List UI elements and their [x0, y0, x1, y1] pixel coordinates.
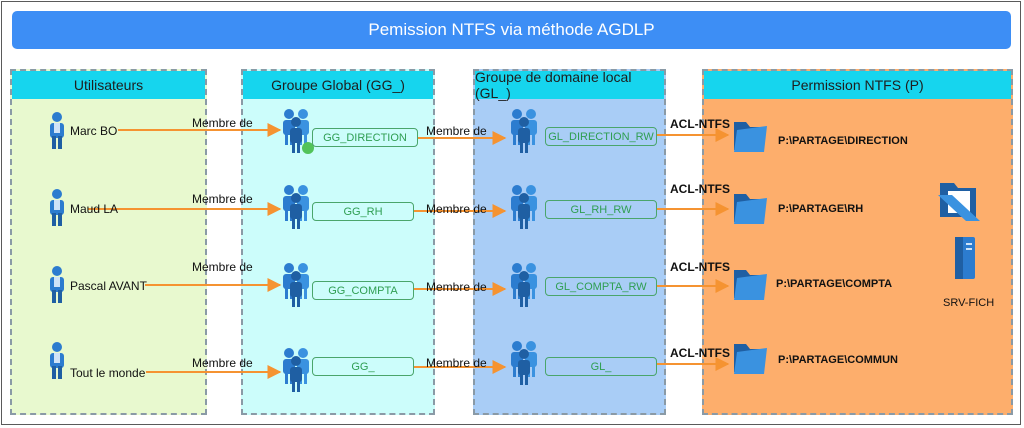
edge-label-member-of: Membre de	[426, 356, 487, 370]
group-icon	[280, 347, 314, 398]
group-icon	[280, 184, 314, 235]
edge-label-acl: ACL-NTFS	[670, 182, 730, 196]
server-label: SRV-FICH	[943, 297, 995, 309]
folder-icon	[732, 188, 768, 231]
permission-path: P:\PARTAGE\DIRECTION	[778, 135, 908, 147]
permission-path: P:\PARTAGE\COMMUN	[778, 354, 898, 366]
diagram-title: Pemission NTFS via méthode AGDLP	[12, 11, 1011, 49]
local-group-box: GL_DIRECTION_RW	[545, 127, 657, 146]
edge-label-member-of: Membre de	[192, 356, 253, 370]
open-folder-icon	[936, 175, 982, 228]
folder-icon	[732, 264, 768, 307]
column-global-header: Groupe Global (GG_)	[243, 71, 433, 99]
folder-icon	[732, 116, 768, 159]
column-users: Utilisateurs	[10, 69, 207, 415]
column-local-header: Groupe de domaine local (GL_)	[475, 69, 664, 101]
user-label: Tout le monde	[70, 366, 146, 380]
user-label: Pascal AVANT	[70, 279, 147, 293]
user-icon	[48, 112, 66, 155]
user-label: Marc BO	[70, 124, 118, 138]
group-icon	[508, 108, 542, 159]
column-permissions-header: Permission NTFS (P)	[704, 71, 1011, 99]
user-icon	[48, 342, 66, 385]
edge-label-member-of: Membre de	[426, 280, 487, 294]
column-users-header: Utilisateurs	[12, 71, 205, 99]
folder-icon	[732, 338, 768, 381]
edge-label-member-of: Membre de	[426, 202, 487, 216]
local-group-box: GL_COMPTA_RW	[545, 277, 657, 296]
edge-label-member-of: Membre de	[192, 260, 253, 274]
global-group-box: GG_	[312, 357, 414, 376]
global-group-box: GG_RH	[312, 202, 414, 221]
local-group-box: GL_RH_RW	[545, 200, 657, 219]
edge-label-acl: ACL-NTFS	[670, 346, 730, 360]
group-icon	[280, 262, 314, 313]
user-label: Maud LA	[70, 202, 119, 216]
edge-label-member-of: Membre de	[426, 124, 487, 138]
permission-path: P:\PARTAGE\COMPTA	[776, 278, 893, 290]
group-icon	[508, 184, 542, 235]
user-icon	[48, 266, 66, 309]
edge-label-member-of: Membre de	[192, 192, 253, 206]
group-icon	[508, 262, 542, 313]
global-group-box: GG_COMPTA	[312, 281, 414, 300]
group-icon	[280, 108, 314, 159]
permission-path: P:\PARTAGE\RH	[778, 203, 864, 215]
user-icon	[48, 189, 66, 232]
local-group-box: GL_	[545, 357, 657, 376]
server-icon	[952, 235, 978, 286]
edge-label-member-of: Membre de	[192, 116, 253, 130]
group-icon	[508, 340, 542, 391]
edge-label-acl: ACL-NTFS	[670, 260, 730, 274]
global-group-box: GG_DIRECTION	[312, 128, 418, 147]
edge-label-acl: ACL-NTFS	[670, 117, 730, 131]
